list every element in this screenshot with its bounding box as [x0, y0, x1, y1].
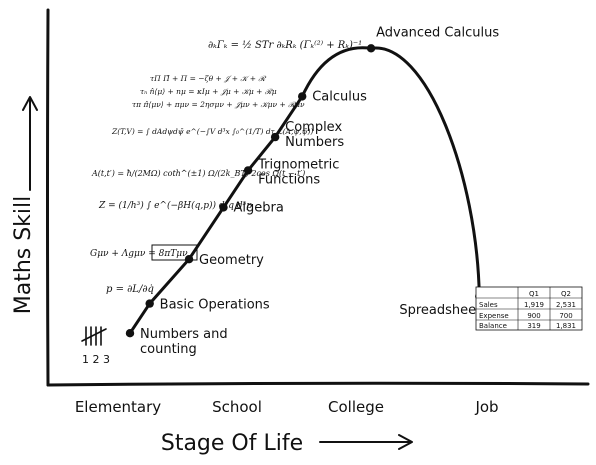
x-tick-label: Elementary [75, 398, 161, 416]
x-axis-arrow-icon [319, 434, 413, 450]
x-axis-line [46, 381, 590, 387]
data-point [366, 44, 376, 53]
data-point-label: Advanced Calculus [376, 25, 499, 40]
y-axis-title: Maths Skill [11, 196, 36, 315]
table-cell: Sales [479, 301, 498, 309]
table-header-cell: Q2 [561, 290, 571, 298]
table-cell: 1,919 [524, 301, 544, 309]
data-point [125, 329, 135, 338]
equation-partition-classical: Z = (1/h³) ∫ e^(−βH(q,p)) d³q d³p [98, 200, 252, 211]
tally-marks-icon [81, 326, 107, 346]
axes [46, 8, 590, 387]
equation-momentum: p = ∂L/∂q̇ [106, 284, 154, 295]
table-cell: 1,831 [556, 322, 576, 330]
tally-digits: 1 2 3 [82, 353, 110, 366]
x-axis-title: Stage Of Life [161, 431, 303, 456]
equation-flow: ∂ₖΓₖ = ½ STr ∂ₖRₖ (Γₖ⁽²⁾ + Rₖ)⁻¹ [208, 40, 362, 51]
table-cell: 700 [559, 312, 572, 320]
x-tick-labels: Elementary School College Job [75, 398, 499, 416]
equation-correlation: A(t,t′) = ħ/(2MΩ) coth^(±1) Ω/(2k_BT) 2c… [91, 169, 305, 178]
table-header-cell: Q1 [529, 290, 539, 298]
equations: ∂ₖΓₖ = ½ STr ∂ₖRₖ (Γₖ⁽²⁾ + Rₖ)⁻¹ τΠ Π̂ +… [90, 40, 362, 295]
data-point-label: Calculus [312, 89, 367, 104]
data-point [270, 132, 280, 142]
table-cell: Balance [479, 322, 507, 330]
y-axis-label: Maths Skill [11, 196, 36, 315]
data-point [219, 203, 228, 212]
einstein-box [151, 244, 198, 261]
data-point [145, 299, 154, 308]
equation-partition-field: Z(T,V) = ∫ dAdψdψ̄ e^(−∫V d³x ∫₀^(1/T) d… [111, 127, 313, 136]
y-axis-line [46, 8, 50, 387]
data-point-label: Basic Operations [160, 298, 270, 313]
data-point [184, 255, 194, 264]
table-cell: Expense [479, 312, 509, 320]
data-point [298, 92, 307, 101]
equation-einstein: Gμν + Λgμν = 8πTμν [90, 249, 188, 259]
data-point-label: Geometry [199, 253, 264, 268]
x-tick-label: School [212, 398, 262, 416]
equation-hydro-2: τₙ n̂⟨μ⟩ + nμ = κIμ + 𝒥μ + 𝒦μ + ℛμ [140, 87, 277, 96]
table-cell: 900 [527, 312, 540, 320]
data-point-label: Spreadsheet [399, 303, 481, 318]
table-cell: 2,531 [556, 301, 576, 309]
equation-hydro-1: τΠ Π̂ + Π = −ζθ + 𝒥 + 𝒦 + ℛ [150, 74, 267, 83]
y-axis-arrow-icon [22, 96, 38, 191]
table-cell: 319 [527, 322, 540, 330]
x-tick-label: College [328, 398, 384, 416]
data-point-label: Algebra [233, 200, 283, 215]
data-point [243, 166, 253, 175]
equation-hydro-3: τπ π̂⟨μν⟩ + πμν = 2ησμν + 𝒥μν + 𝒦μν + ℛμ… [132, 100, 305, 109]
spreadsheet-table: Q1 Q2 Sales 1,919 2,531 Expense 900 700 … [475, 286, 583, 331]
x-tick-label: Job [474, 398, 498, 416]
